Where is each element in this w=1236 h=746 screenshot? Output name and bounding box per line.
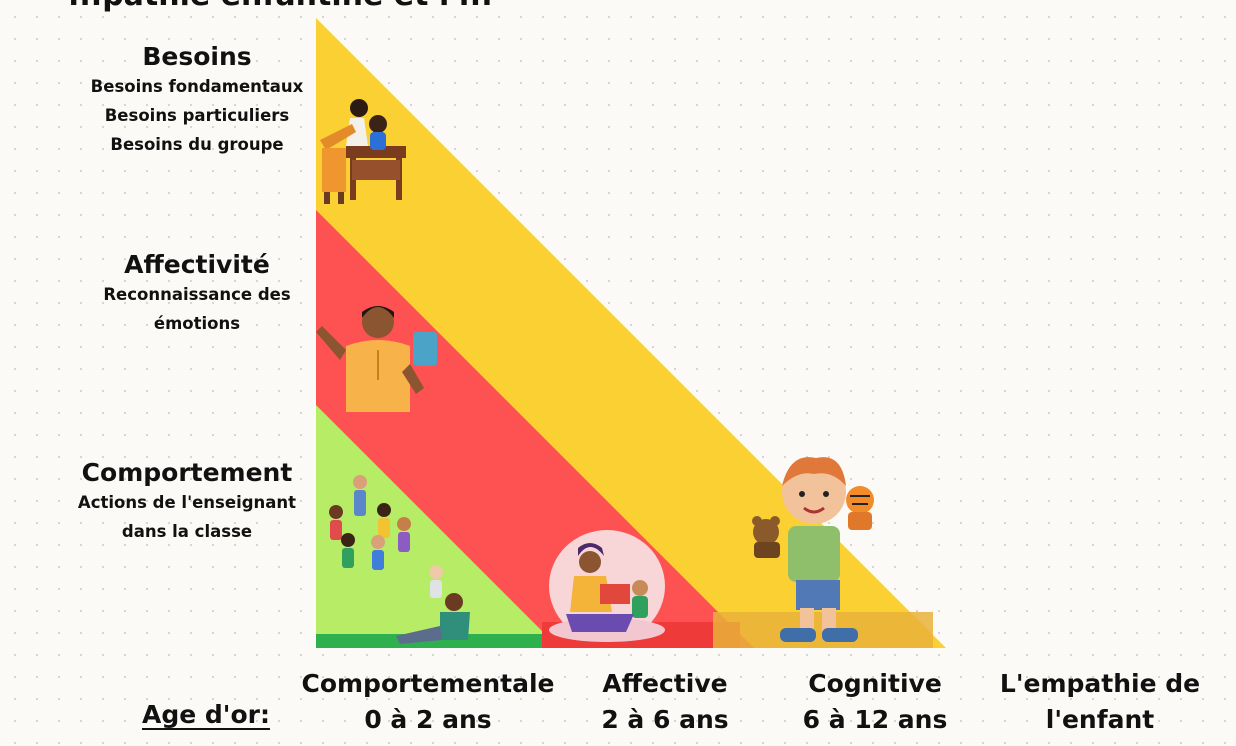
stage-range: 2 à 6 ans [601,705,729,734]
label-besoins-line: Besoins particuliers [104,106,290,125]
stage-name: L'empathie de [999,669,1201,698]
label-comportement-line: Actions de l'enseignant [77,493,297,512]
page-title-partial: ...pathie enfantine et l'... [68,0,493,13]
stage-range: 6 à 12 ans [802,705,948,734]
reading-dome-illustration [549,530,665,642]
teacher-desk-illustration [320,99,406,204]
label-affectivite-title: Affectivité [124,250,270,279]
label-comportement: Comportement Actions de l'enseignant dan… [56,458,318,546]
stage-range: l'enfant [1045,705,1155,734]
label-comportement-line: dans la classe [121,522,253,541]
label-affectivite: Affectivité Reconnaissance des émotions [66,250,328,338]
age-dor-label: Age d'or: [142,700,270,729]
boy-puppets-illustration [752,457,874,642]
label-besoins-line: Besoins fondamentaux [90,77,304,96]
stage-comportementale: Comportementale 0 à 2 ans [296,666,560,738]
children-group-illustration [329,475,411,570]
stage-range: 0 à 2 ans [364,705,492,734]
stage-name: Affective [602,669,728,698]
label-affectivite-line: émotions [153,314,241,333]
label-comportement-title: Comportement [81,458,293,487]
label-besoins: Besoins Besoins fondamentaux Besoins par… [66,42,328,159]
teacher-book-illustration [316,306,437,412]
parent-baby-illustration [396,565,470,644]
label-besoins-title: Besoins [142,42,252,71]
stage-affective: Affective 2 à 6 ans [585,666,745,738]
stage-name: Comportementale [301,669,555,698]
stage-empathie-enfant: L'empathie de l'enfant [980,666,1220,738]
stage-cognitive: Cognitive 6 à 12 ans [790,666,960,738]
stage-name: Cognitive [808,669,942,698]
label-besoins-line: Besoins du groupe [110,135,284,154]
label-affectivite-line: Reconnaissance des [103,285,291,304]
triangle-green-layer [316,405,559,648]
